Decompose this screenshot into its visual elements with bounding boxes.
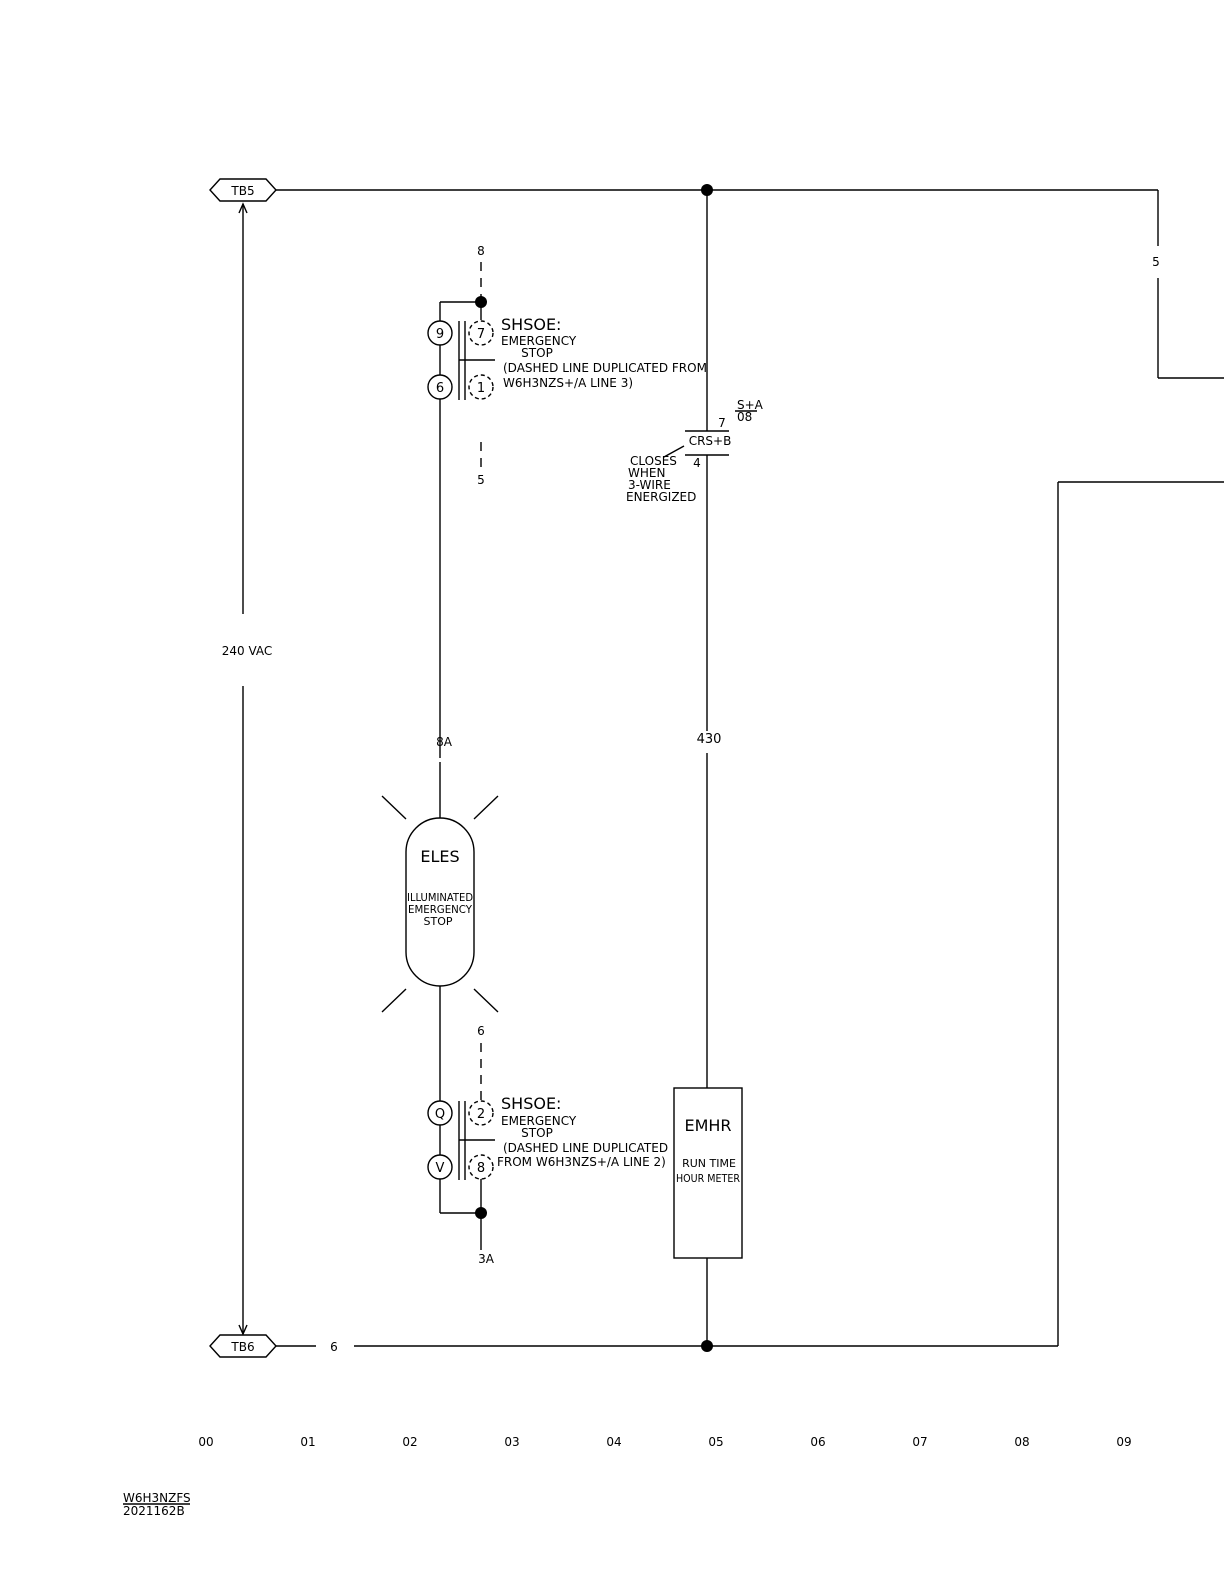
upper-switch-pin-9: 9	[436, 327, 444, 342]
column-number: 03	[504, 1435, 519, 1449]
relay-pin-4: 4	[693, 456, 701, 470]
wire-label-5-contact: 5	[477, 473, 485, 487]
upper-switch-tag: SHSOE:	[501, 315, 561, 334]
drawing-id-line2: 2021162B	[123, 1504, 185, 1518]
junction-dot	[701, 1340, 713, 1352]
lower-switch-pin-q: Q	[435, 1107, 445, 1122]
relay-pin-7: 7	[718, 416, 726, 430]
relay-note4: ENERGIZED	[626, 490, 696, 504]
voltage-dimension: 240 VAC	[222, 202, 273, 1336]
lamp-line1: ILLUMINATED	[407, 891, 473, 904]
wire-label-6-bottom: 6	[330, 1340, 338, 1354]
column-number: 06	[810, 1435, 825, 1449]
relay-note2: WHEN	[628, 466, 665, 480]
drawing-identifier: W6H3NZFS 2021162B	[123, 1491, 191, 1518]
upper-switch-line1: EMERGENCY	[501, 334, 577, 348]
relay-note1: CLOSES	[630, 454, 677, 468]
drawing-id-line1: W6H3NZFS	[123, 1491, 191, 1505]
upper-switch-pin-7: 7	[477, 327, 485, 342]
junction-dot	[475, 296, 487, 308]
lower-switch-pin-2: 2	[477, 1107, 485, 1122]
run-time-hour-meter: EMHR RUN TIME HOUR METER	[673, 1087, 743, 1259]
top-rail	[276, 189, 1224, 379]
column-number: 08	[1014, 1435, 1029, 1449]
lower-switch-line1: EMERGENCY	[501, 1114, 577, 1128]
wire-label-8a: 8A	[436, 735, 453, 749]
junction-dot	[701, 184, 713, 196]
lower-emergency-stop-switch: 6 Q V 2 8 3A SHSOE: EMERGENCY STOP (DASH…	[427, 1024, 668, 1266]
column-number: 00	[198, 1435, 213, 1449]
terminal-tb6-label: TB6	[230, 1340, 254, 1354]
meter-tag: EMHR	[684, 1116, 731, 1135]
illuminated-emergency-stop-lamp: 8A ELES ILLUMINATED EMERGENCY STOP	[381, 735, 499, 1101]
meter-line2: HOUR METER	[676, 1172, 740, 1185]
upper-switch-note1: (DASHED LINE DUPLICATED FROM	[503, 361, 707, 375]
lamp-tag: ELES	[420, 847, 459, 866]
wire-label-8-top: 8	[477, 244, 485, 258]
wire-label-5-right: 5	[1152, 255, 1160, 269]
junction-dot	[475, 1207, 487, 1219]
relay-ref-bottom: 08	[737, 410, 752, 424]
terminal-tb5: TB5	[209, 178, 277, 202]
terminal-tb6: TB6	[209, 1334, 277, 1358]
lower-switch-note1: (DASHED LINE DUPLICATED	[503, 1141, 668, 1155]
column-ruler: 00 01 02 03 04 05 06 07 08 09	[198, 1435, 1131, 1449]
lamp-line2: EMERGENCY	[408, 903, 472, 916]
column-number: 01	[300, 1435, 315, 1449]
upper-switch-note2: W6H3NZS+/A LINE 3)	[503, 376, 633, 390]
column-number: 02	[402, 1435, 417, 1449]
voltage-label: 240 VAC	[222, 644, 273, 658]
lower-switch-tag: SHSOE:	[501, 1094, 561, 1113]
upper-switch-pin-6: 6	[436, 381, 444, 396]
column-number: 05	[708, 1435, 723, 1449]
wire-label-430: 430	[697, 732, 722, 747]
meter-line1: RUN TIME	[682, 1157, 736, 1170]
relay-note3: 3-WIRE	[628, 478, 671, 492]
terminal-tb5-label: TB5	[230, 184, 254, 198]
column-number: 09	[1116, 1435, 1131, 1449]
wire-label-3a: 3A	[478, 1252, 495, 1266]
lower-switch-pin-v: V	[436, 1161, 445, 1176]
upper-emergency-stop-switch: 8 9 6 7 1 5 SHSOE: EMERGENCY STOP (DASHE…	[427, 244, 707, 758]
column-number: 07	[912, 1435, 927, 1449]
relay-tag: CRS+B	[689, 434, 732, 448]
lower-switch-pin-8: 8	[477, 1161, 485, 1176]
lower-switch-note2: FROM W6H3NZS+/A LINE 2)	[497, 1155, 666, 1169]
column-number: 04	[606, 1435, 621, 1449]
lower-switch-line2: STOP	[521, 1126, 553, 1140]
lamp-line3: STOP	[424, 915, 453, 928]
upper-switch-line2: STOP	[521, 346, 553, 360]
upper-switch-pin-1: 1	[477, 381, 485, 396]
relay-contact-crs-b: 7 4 S+A 08 CRS+B CLOSES WHEN 3-WIRE ENER…	[626, 190, 764, 731]
relay-ref-top: S+A	[737, 398, 764, 412]
wire-label-6-lower: 6	[477, 1024, 485, 1038]
